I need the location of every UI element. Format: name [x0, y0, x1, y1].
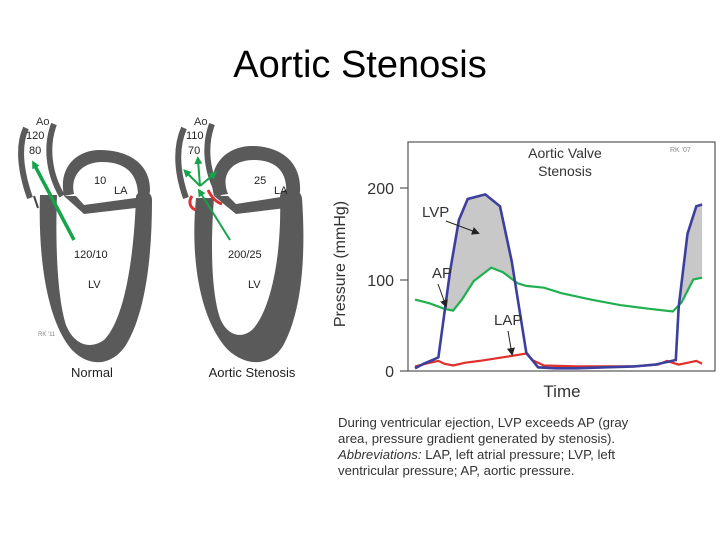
stenosis-la-pressure: 25: [254, 175, 266, 187]
stenosis-heart-diagram: Ao 110 70 25 LA 200/25 LV Aortic Stenosi…: [175, 116, 304, 380]
lvp-annotation-arrow: [445, 220, 480, 235]
stenosis-la-wall: [212, 146, 301, 199]
normal-la-wall: [62, 150, 150, 198]
normal-heart-diagram: Ao 120 80 10 LA 120/10 LV RK '11 Normal: [18, 116, 153, 380]
stenosis-valve-left: [188, 195, 197, 212]
stenosis-aortic-diastolic: 70: [188, 145, 200, 157]
stenosis-lv-pressure: 200/25: [228, 249, 262, 261]
stenosis-lv-wall: [194, 188, 304, 363]
chart-title-line2: Stenosis: [538, 163, 592, 179]
stenosis-aorta-right-wall: [204, 122, 223, 198]
lap-annotation-arrow: [507, 330, 515, 356]
normal-aorta-label: Ao: [36, 116, 49, 128]
caption-line-4: ventricular pressure; AP, aortic pressur…: [338, 463, 575, 478]
normal-septum: [64, 196, 152, 214]
normal-aortic-diastolic: 80: [29, 145, 41, 157]
normal-la-pressure: 10: [94, 175, 106, 187]
normal-aortic-systolic: 120: [26, 130, 44, 142]
chart-signature: RK '07: [670, 147, 691, 154]
lvp-series-line: [414, 192, 703, 370]
normal-la-label: LA: [114, 185, 128, 197]
caption-line-1: During ventricular ejection, LVP exceeds…: [338, 415, 629, 430]
stenosis-septum: [214, 194, 302, 214]
figure-caption: During ventricular ejection, LVP exceeds…: [338, 415, 718, 479]
normal-lv-pressure: 120/10: [74, 249, 108, 261]
caption-line-3: Abbreviations: LAP, left atrial pressure…: [338, 447, 718, 463]
normal-aorta-left-wall: [18, 126, 33, 200]
y-tick-label-100: 100: [367, 273, 394, 290]
lap-series-line: [414, 352, 703, 368]
stenosis-jet-arrow-right: [199, 171, 218, 187]
caption-abbr-label: Abbreviations:: [338, 447, 422, 462]
ap-annotation: AP: [432, 265, 452, 282]
caption-line-2: area, pressure gradient generated by ste…: [338, 431, 616, 446]
chart-title-line1: Aortic Valve: [528, 145, 602, 161]
normal-caption: Normal: [71, 365, 113, 380]
stenosis-lv-label: LV: [248, 279, 261, 291]
y-axis-label: Pressure (mmHg): [332, 201, 349, 327]
x-axis-label: Time: [543, 382, 580, 401]
stenosis-jet-arrow-center: [194, 156, 203, 187]
normal-aorta-right-wall: [46, 122, 65, 198]
stenosis-caption: Aortic Stenosis: [209, 365, 296, 380]
lap-annotation: LAP: [494, 312, 522, 329]
pressure-chart: Aortic Valve Stenosis RK '07 200 100 0 P…: [332, 141, 716, 401]
normal-valve-leaflet: [33, 195, 39, 209]
stenosis-aortic-systolic: 110: [186, 130, 204, 142]
normal-lv-wall: [39, 191, 153, 363]
pressure-gradient-area: [445, 194, 703, 311]
normal-flow-arrow: [32, 160, 76, 241]
ap-annotation-arrow: [437, 283, 448, 308]
stenosis-jet-arrow-left: [183, 169, 201, 187]
normal-signature: RK '11: [38, 332, 56, 338]
caption-abbr-rest: LAP, left atrial pressure; LVP, left: [421, 447, 616, 462]
stenosis-la-label: LA: [274, 185, 288, 197]
lvp-annotation: LVP: [422, 204, 449, 221]
normal-lv-label: LV: [88, 279, 101, 291]
y-tick-label-200: 200: [367, 181, 394, 198]
y-tick-label-0: 0: [385, 364, 394, 381]
stenosis-aorta-label: Ao: [194, 116, 207, 128]
stenosis-valve-right: [206, 189, 223, 206]
slide-title: Aortic Stenosis: [233, 44, 487, 86]
stenosis-flow-arrow: [197, 188, 231, 241]
ap-series-line: [414, 266, 703, 313]
stenosis-aorta-left-wall: [175, 126, 189, 200]
